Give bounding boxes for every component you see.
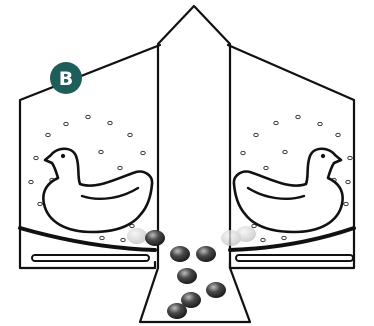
eggs <box>145 230 226 319</box>
left-egg-rail <box>32 255 149 261</box>
egg <box>167 303 187 319</box>
egg <box>196 246 216 262</box>
left-hen <box>43 149 152 232</box>
panel-label: B <box>59 68 73 90</box>
egg <box>170 246 190 262</box>
left-hen-eye <box>61 154 65 158</box>
right-hen <box>234 149 343 232</box>
panel-label-badge: B <box>50 62 82 94</box>
center-column-outline <box>158 6 230 268</box>
egg <box>177 268 197 284</box>
egg <box>145 230 165 246</box>
egg <box>206 282 226 298</box>
right-egg-rail <box>236 255 353 261</box>
right-hen-eye <box>321 154 325 158</box>
